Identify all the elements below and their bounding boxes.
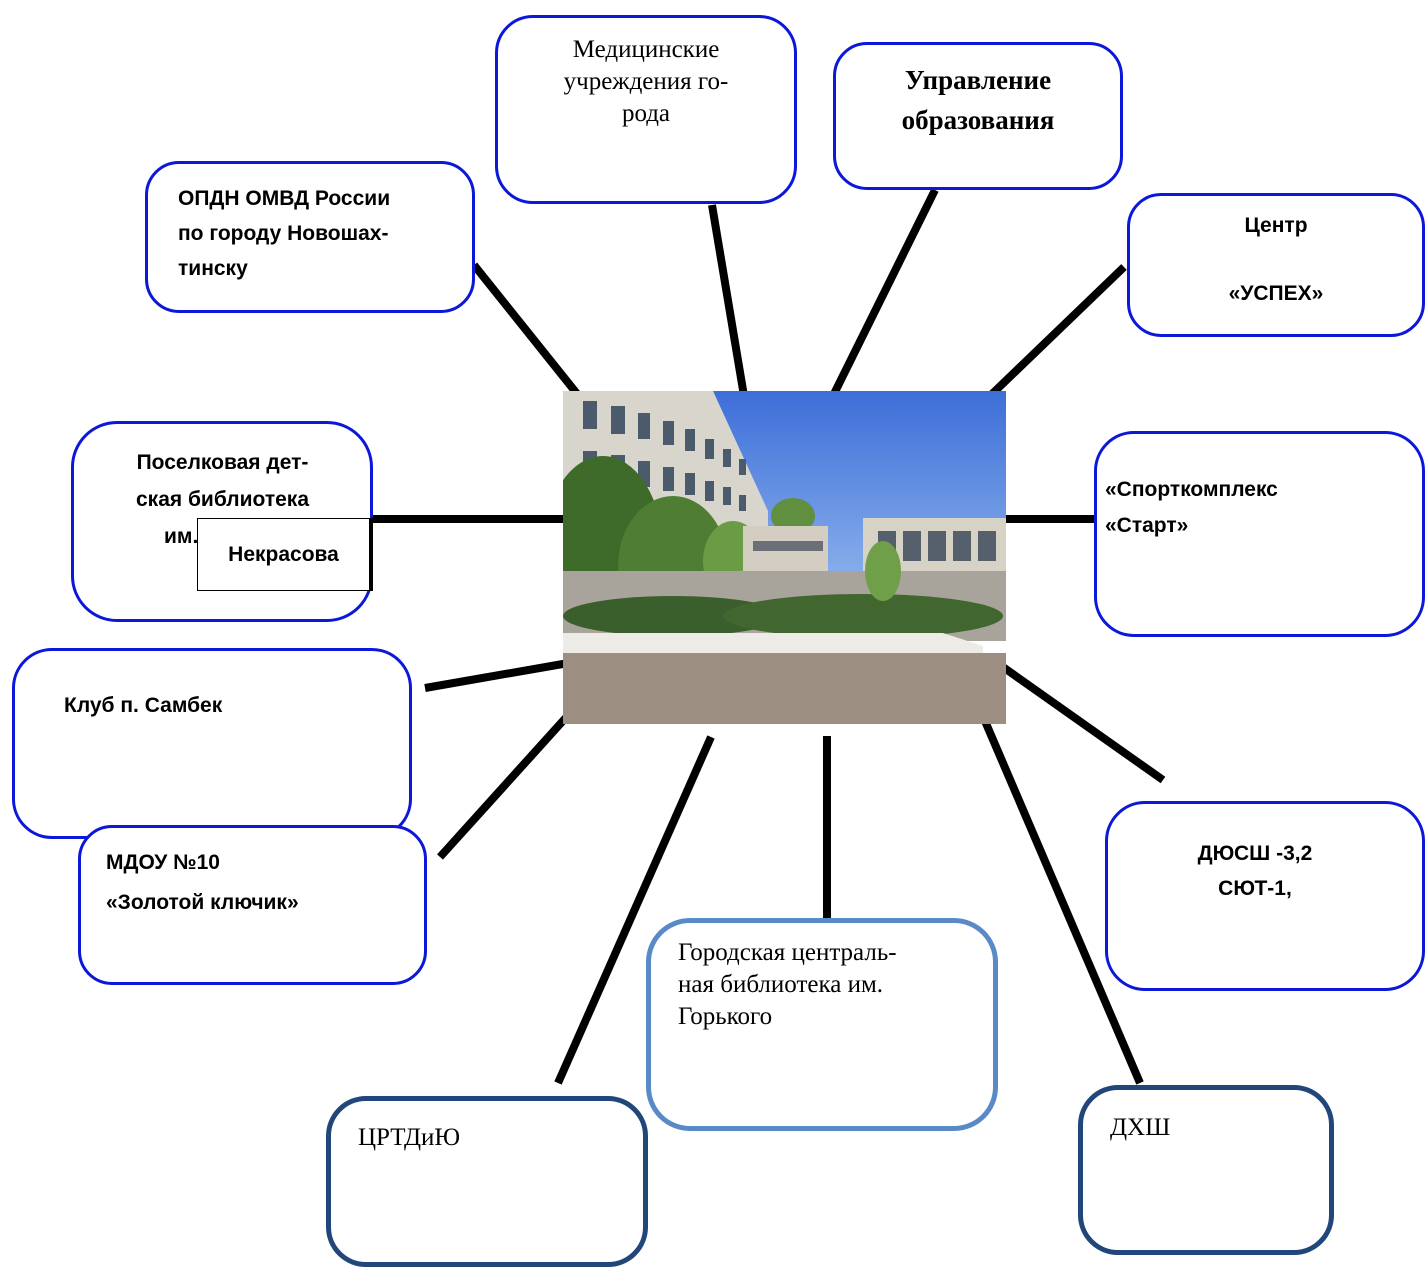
node-uspeh-text: Центр «УСПЕХ» [1228,214,1324,305]
node-mdou [78,825,427,985]
connector-mdou [437,699,583,860]
node-crtdiyu [326,1096,648,1267]
node-medical [495,15,797,204]
node-dhsh-text: ДХШ [1110,1114,1171,1141]
node-education-text: Управление образования [901,65,1055,135]
node-mdou-text: МДОУ №10 «Золотой ключик» [106,851,299,914]
connector-club [424,657,581,692]
connector-education [823,188,939,410]
node-crtdiyu-text: ЦРТДиЮ [358,1124,461,1151]
node-education [833,42,1123,190]
node-library-village-text: Поселковая дет- ская библиотека им. [136,451,309,548]
node-sport [1094,431,1425,637]
node-dyussh-text: ДЮСШ -3,2 СЮТ-1, [1197,842,1313,900]
node-dyussh [1105,801,1425,991]
node-dhsh [1078,1085,1334,1255]
node-club-text: Клуб п. Самбек [64,694,223,717]
node-opdn-text: ОПДН ОМВД России по городу Новошах- тинс… [178,187,391,280]
node-sport-text: «Спорткомплекс «Старт» [1105,478,1278,537]
connector-crtdiyu [554,735,715,1085]
node-club [12,648,412,839]
node-uspeh [1127,193,1425,337]
node-library-city-text: Городская централь- ная библиотека им. Г… [678,939,897,1030]
school-building-photo [563,391,1006,724]
node-medical-text: Медицинские учреждения го- рода [563,36,729,127]
connector-medical [708,204,750,409]
node-opdn [145,161,475,313]
connector-dyussh [990,656,1166,784]
node-library-village-inner-label: Некрасова [197,518,373,591]
node-library-city [646,918,998,1131]
connector-dhsh [972,698,1144,1085]
